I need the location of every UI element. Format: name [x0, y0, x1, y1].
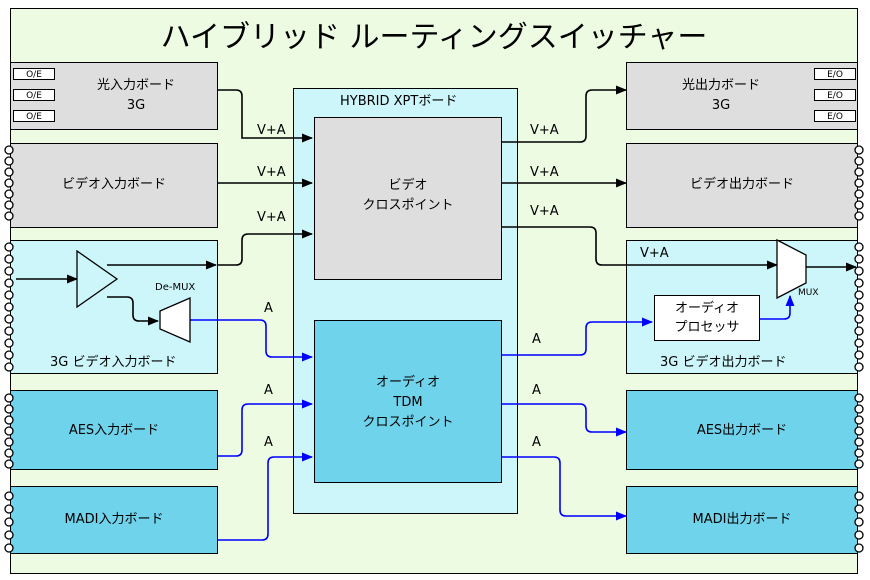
madi-output-label: MADI出力ボード: [692, 512, 792, 527]
oe-tag: O/E: [13, 110, 55, 122]
video-crosspoint: [314, 117, 502, 280]
amplifier-icon: [76, 249, 119, 309]
signal-label-va: V+A: [257, 165, 286, 180]
madi-input-label: MADI入力ボード: [64, 512, 164, 527]
diagram-title: ハイブリッド ルーティングスイッチャー: [160, 20, 708, 55]
signal-label-va: V+A: [530, 204, 559, 219]
demux-label: De-MUX: [155, 282, 196, 293]
hybrid-xpt-label: HYBRID XPTボード: [340, 94, 458, 109]
wire-aes-out: [502, 403, 628, 437]
signal-label-va: V+A: [257, 123, 286, 138]
audio-processor-box: [654, 295, 760, 341]
eo-tag: E/O: [814, 89, 856, 101]
demux-icon: [159, 297, 191, 343]
wire-aes-in: [218, 399, 314, 457]
signal-label-va: V+A: [640, 246, 669, 261]
optical-input-label: 光入力ボード: [96, 78, 175, 93]
optical-input-sublabel: 3G: [126, 98, 146, 113]
audio-tdm-crosspoint: [314, 320, 502, 483]
oe-tag: O/E: [13, 89, 55, 101]
signal-label-a: A: [532, 435, 541, 450]
signal-label-a: A: [532, 332, 541, 347]
wire-madi-in: [218, 452, 314, 541]
sdi3g-input-label: 3G ビデオ入力ボード: [50, 355, 177, 370]
madi-input-board: [10, 486, 218, 554]
aes-output-board: [626, 390, 858, 470]
wire-madi-out: [502, 456, 628, 521]
oe-tag: O/E: [13, 68, 55, 80]
audio-processor-line2: プロセッサ: [674, 320, 740, 335]
video-output-label: ビデオ出力ボード: [689, 177, 794, 192]
signal-label-va: V+A: [257, 210, 286, 225]
video-output-board: [626, 143, 858, 228]
wire-to-demux: [107, 296, 160, 326]
eo-tag: E/O: [814, 68, 856, 80]
signal-label-a: A: [264, 435, 273, 450]
wire-optical-in: [218, 89, 314, 143]
eo-tag: E/O: [814, 110, 856, 122]
wire-demux-audio: [190, 319, 314, 362]
signal-label-va: V+A: [530, 165, 559, 180]
mux-label: MUX: [798, 288, 819, 298]
audio-processor-line1: オーディオ: [674, 301, 740, 316]
optical-output-sublabel: 3G: [711, 98, 731, 113]
signal-label-a: A: [532, 383, 541, 398]
video-input-board: [10, 143, 218, 228]
audio-crosspoint-line1: オーディオ: [375, 375, 441, 390]
video-input-label: ビデオ入力ボード: [61, 177, 166, 192]
signal-label-a: A: [264, 301, 273, 316]
aes-output-label: AES出力ボード: [696, 423, 788, 438]
sdi3g-output-label: 3G ビデオ出力ボード: [660, 355, 787, 370]
video-crosspoint-line2: クロスポイント: [362, 198, 454, 213]
mux-icon: [776, 238, 807, 300]
wire-processor-to-mux: [760, 294, 795, 320]
signal-label-va: V+A: [530, 123, 559, 138]
wire-3g-out: [502, 226, 779, 270]
connector-icons: [4, 145, 864, 553]
optical-output-label: 光出力ボード: [681, 78, 760, 93]
audio-crosspoint-line2: TDM: [393, 395, 423, 410]
signal-label-a: A: [264, 383, 273, 398]
aes-input-label: AES入力ボード: [68, 423, 160, 438]
audio-crosspoint-line3: クロスポイント: [362, 415, 454, 430]
aes-input-board: [10, 390, 218, 470]
wire-audio-to-processor: [502, 317, 654, 356]
video-crosspoint-line1: ビデオ: [388, 178, 428, 193]
wire-3g-to-xpt: [218, 229, 314, 266]
wire-optical-out: [502, 85, 628, 143]
